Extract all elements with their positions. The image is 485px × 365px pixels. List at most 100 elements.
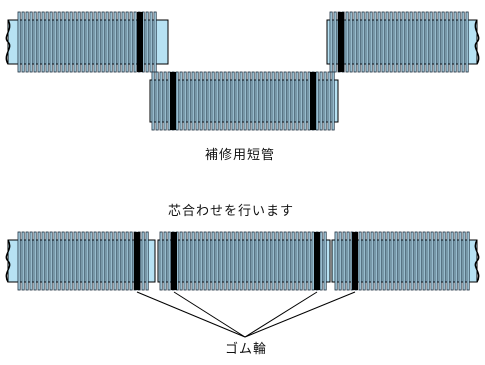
leader-line-3 — [244, 291, 318, 338]
pipe-rib — [434, 231, 438, 291]
pipe-rib — [446, 231, 450, 291]
pipe-rib — [406, 231, 410, 291]
pipe-rib — [275, 231, 279, 291]
pipe-rib — [393, 11, 397, 73]
pipe-rib — [323, 231, 327, 291]
pipe-rib — [45, 231, 49, 291]
pipe-rib — [121, 231, 125, 291]
pipe-rib — [117, 11, 121, 73]
pipe-rib — [291, 71, 295, 131]
pipe-rib — [271, 71, 275, 131]
pipe-rib — [345, 11, 349, 73]
pipe-rib — [453, 11, 457, 73]
pipe-rib — [207, 71, 211, 131]
pipe-rib — [41, 11, 45, 73]
rubber-ring-top-right — [338, 12, 344, 72]
pipe-rib — [259, 71, 263, 131]
pipe-rib — [37, 11, 41, 73]
rubber-ring-bottom-3 — [314, 232, 320, 290]
pipe-rib — [163, 231, 167, 291]
pipe-rib — [113, 231, 117, 291]
pipe-rib — [61, 11, 65, 73]
pipe-rib — [183, 71, 187, 131]
pipe-rib — [97, 11, 101, 73]
pipe-rib — [159, 71, 163, 131]
pipe-rib — [195, 231, 199, 291]
pipe-rib — [263, 231, 267, 291]
pipe-rib — [145, 11, 149, 73]
assembled-pipe-left — [7, 231, 156, 291]
pipe-rib — [333, 11, 337, 73]
pipe-rib — [327, 71, 331, 131]
pipe-rib — [57, 11, 61, 73]
pipe-rib — [89, 231, 93, 291]
pipe-rib — [17, 11, 21, 73]
pipe-rib — [465, 11, 469, 73]
pipe-rib — [243, 71, 247, 131]
pipe-rib — [29, 231, 33, 291]
pipe-rib — [93, 11, 97, 73]
pipe-rib — [357, 11, 361, 73]
pipe-rib — [155, 71, 159, 131]
pipe-rib — [410, 231, 414, 291]
pipe-rib — [211, 71, 215, 131]
pipe-rib — [153, 11, 157, 73]
pipe-rib — [195, 71, 199, 131]
pipe-rib — [129, 11, 133, 73]
pipe-rib — [353, 11, 357, 73]
pipe-rib — [374, 231, 378, 291]
pipe-rib — [69, 231, 73, 291]
pipe-rib — [417, 11, 421, 73]
pipe-rib — [109, 11, 113, 73]
pipe-rib — [334, 231, 338, 291]
pipe-rib — [151, 71, 155, 131]
pipe-rib — [207, 231, 211, 291]
pipe-rib — [219, 231, 223, 291]
pipe-rib — [85, 11, 89, 73]
pipe-rib — [49, 231, 53, 291]
pipe-rib — [53, 231, 57, 291]
pipe-rib — [299, 71, 303, 131]
pipe-rib — [255, 71, 259, 131]
pipe-rib — [366, 231, 370, 291]
pipe-rib — [89, 11, 93, 73]
pipe-rib — [311, 231, 315, 291]
pipe-rib — [425, 11, 429, 73]
pipe-rib — [291, 231, 295, 291]
pipe-rib — [53, 11, 57, 73]
alignment-label: 芯合わせを行います — [168, 204, 295, 219]
pipe-rib — [445, 11, 449, 73]
pipe-rib — [442, 231, 446, 291]
pipe-rib — [299, 231, 303, 291]
rubber-ring-label: ゴム輪 — [225, 342, 268, 357]
pipe-rib — [187, 71, 191, 131]
pipe-rib — [365, 11, 369, 73]
pipe-rib — [283, 71, 287, 131]
cut-end — [474, 19, 480, 65]
pipe-rib — [389, 11, 393, 73]
pipe-rib — [125, 11, 129, 73]
pipe-rib — [369, 11, 373, 73]
pipe-rib — [33, 231, 37, 291]
pipe-rib — [219, 71, 223, 131]
pipe-rib — [191, 71, 195, 131]
pipe-rib — [93, 231, 97, 291]
pipe-rib — [121, 11, 125, 73]
rubber-ring-bottom-4 — [352, 232, 358, 290]
pipe-rib — [117, 231, 121, 291]
pipe-rib — [271, 231, 275, 291]
pipe-rib — [458, 231, 462, 291]
pipe-rib — [227, 71, 231, 131]
pipe-rib — [25, 11, 29, 73]
pipe-rib — [211, 231, 215, 291]
pipe-rib — [17, 231, 21, 291]
pipe-rib — [97, 231, 101, 291]
pipe-rib — [422, 231, 426, 291]
pipe-rib — [430, 231, 434, 291]
cut-end — [5, 239, 11, 283]
existing-pipe-left — [7, 11, 169, 73]
pipe-rib — [235, 231, 239, 291]
pipe-rib — [203, 71, 207, 131]
pipe-rib — [385, 11, 389, 73]
